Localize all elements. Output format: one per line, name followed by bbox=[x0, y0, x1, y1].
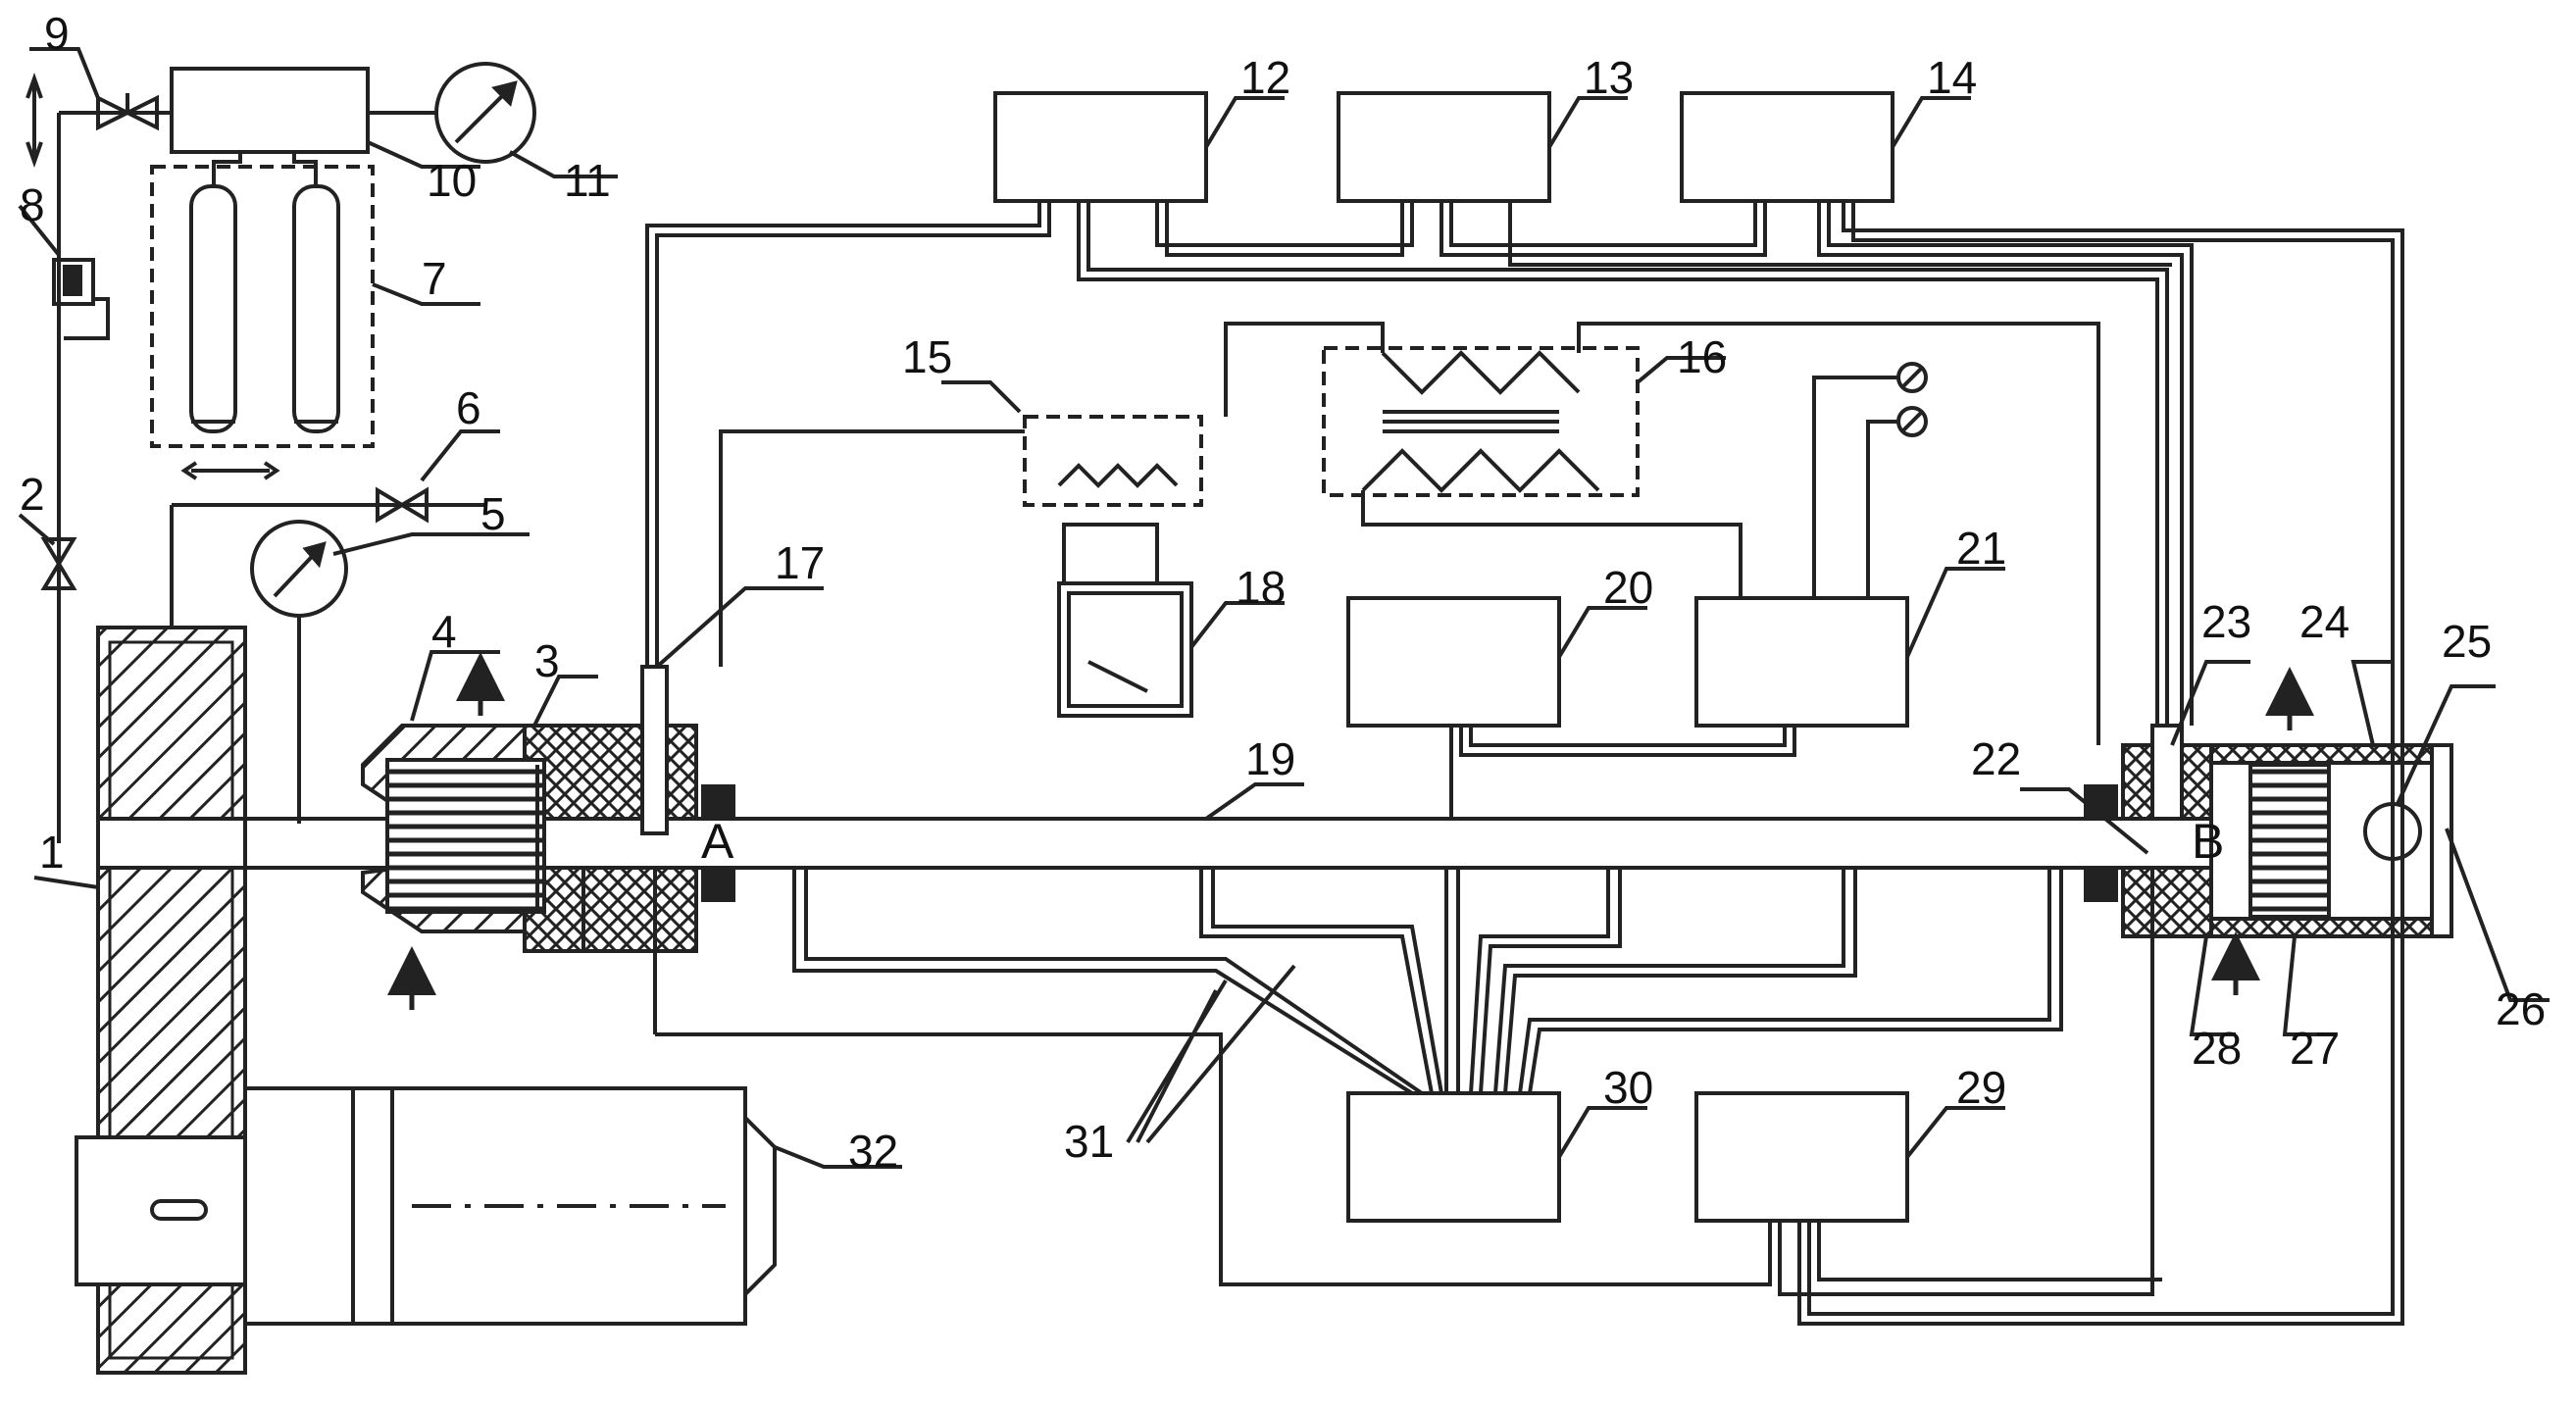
window-26 bbox=[2430, 743, 2453, 938]
label-3: 3 bbox=[534, 635, 560, 686]
label-22: 22 bbox=[1971, 733, 2021, 784]
connector-18 bbox=[1062, 523, 1159, 585]
gas-cylinder-right bbox=[292, 184, 340, 433]
label-14: 14 bbox=[1927, 52, 1977, 103]
valve-2 bbox=[40, 537, 77, 590]
regulator-8 bbox=[52, 258, 95, 306]
label-12: 12 bbox=[1240, 52, 1290, 103]
box-21 bbox=[1694, 596, 1909, 728]
gauge-18 bbox=[1057, 581, 1193, 718]
box-30 bbox=[1346, 1091, 1561, 1223]
sensor-23 bbox=[2150, 724, 2184, 821]
seal-28 bbox=[2121, 866, 2213, 938]
label-11: 11 bbox=[564, 155, 611, 206]
box-14 bbox=[1680, 91, 1894, 203]
diagram-lines bbox=[18, 47, 2550, 1375]
rotor bbox=[385, 758, 546, 914]
label-24: 24 bbox=[2299, 596, 2349, 647]
sensor-17 bbox=[640, 665, 669, 835]
label-5: 5 bbox=[480, 488, 506, 539]
label-17: 17 bbox=[775, 537, 825, 588]
label-25: 25 bbox=[2442, 616, 2492, 667]
point-a-label: A bbox=[701, 814, 734, 869]
label-30: 30 bbox=[1603, 1062, 1653, 1113]
label-29: 29 bbox=[1956, 1062, 2006, 1113]
valve-9 bbox=[96, 94, 159, 131]
label-26: 26 bbox=[2496, 983, 2546, 1034]
label-21: 21 bbox=[1956, 523, 2006, 574]
box-13 bbox=[1337, 91, 1551, 203]
transformer-16 bbox=[1322, 346, 1640, 497]
label-32: 32 bbox=[848, 1126, 898, 1177]
box-20 bbox=[1346, 596, 1561, 728]
label-28: 28 bbox=[2192, 1023, 2242, 1074]
gas-mixer-box-10 bbox=[170, 67, 370, 154]
label-23: 23 bbox=[2201, 596, 2251, 647]
label-27: 27 bbox=[2290, 1023, 2340, 1074]
label-6: 6 bbox=[456, 382, 481, 433]
label-13: 13 bbox=[1584, 52, 1634, 103]
bearing-a-upper bbox=[701, 784, 735, 819]
label-8: 8 bbox=[20, 179, 45, 230]
label-10: 10 bbox=[427, 155, 477, 206]
box-29 bbox=[1694, 1091, 1909, 1223]
label-9: 9 bbox=[44, 8, 70, 59]
label-19: 19 bbox=[1245, 733, 1295, 784]
label-31: 31 bbox=[1064, 1116, 1114, 1167]
label-18: 18 bbox=[1236, 562, 1286, 613]
label-4: 4 bbox=[431, 606, 457, 657]
label-15: 15 bbox=[902, 331, 952, 382]
label-7: 7 bbox=[422, 253, 447, 304]
label-20: 20 bbox=[1603, 562, 1653, 613]
bearing-a-lower bbox=[701, 868, 735, 902]
rotor-27 bbox=[2248, 763, 2331, 919]
point-b-label: B bbox=[2192, 814, 2224, 869]
box-12 bbox=[993, 91, 1208, 203]
labels: 1 2 3 4 5 6 7 8 9 10 11 12 13 14 15 16 1… bbox=[20, 8, 2546, 1177]
valve-6 bbox=[376, 486, 429, 524]
gas-cylinder-group-7 bbox=[150, 165, 375, 448]
bearing-b-lower bbox=[2084, 868, 2118, 902]
heater-15 bbox=[1023, 415, 1203, 507]
seal-3-upper bbox=[523, 724, 698, 821]
label-1: 1 bbox=[39, 827, 65, 878]
label-16: 16 bbox=[1677, 331, 1727, 382]
label-2: 2 bbox=[20, 469, 45, 520]
gas-cylinder-left bbox=[189, 184, 237, 433]
